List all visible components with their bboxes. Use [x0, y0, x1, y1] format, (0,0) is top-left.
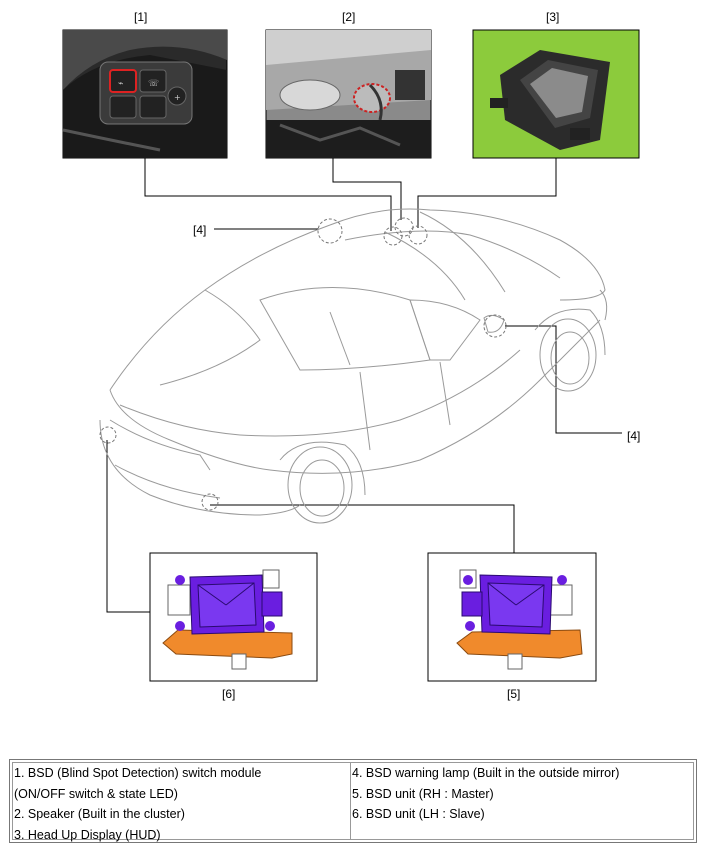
pointer-circles	[99, 217, 507, 511]
callout-2: [2]	[342, 10, 356, 24]
legend-item-4: 4. BSD warning lamp (Built in the outsid…	[352, 766, 620, 780]
callout-4-top: [4]	[193, 223, 207, 237]
callout-5: [5]	[507, 687, 521, 701]
car-outline	[99, 208, 608, 524]
legend-item-1-detail: (ON/OFF switch & state LED)	[14, 786, 178, 801]
callout-6: [6]	[222, 687, 236, 701]
bsd-unit-rh-figure	[427, 552, 597, 682]
svg-text:☏: ☏	[148, 79, 159, 89]
callout-4-right: [4]	[627, 429, 641, 443]
switch-module-photo: ⌁ ☏ +	[62, 29, 228, 159]
leader-lines	[106, 158, 622, 613]
legend-column-left: 1. BSD (Blind Spot Detection) switch mod…	[13, 763, 351, 842]
hud-photo	[472, 29, 640, 159]
svg-text:⌁: ⌁	[118, 79, 123, 89]
callout-1: [1]	[134, 10, 148, 24]
callout-3: [3]	[546, 10, 560, 24]
legend-table: 1. BSD (Blind Spot Detection) switch mod…	[9, 759, 697, 843]
legend-column-right: 4. BSD warning lamp (Built in the outsid…	[351, 763, 693, 839]
speaker-photo	[265, 29, 432, 159]
legend-item-5: 5. BSD unit (RH : Master)	[352, 786, 494, 801]
legend-inner: 1. BSD (Blind Spot Detection) switch mod…	[12, 762, 694, 842]
component-location-diagram: ⌁ ☏ +	[62, 29, 640, 682]
legend-item-2: 2. Speaker (Built in the cluster)	[14, 807, 185, 821]
legend-item-3: 3. Head Up Display (HUD)	[14, 827, 161, 842]
svg-text:+: +	[174, 93, 181, 102]
legend-item-6: 6. BSD unit (LH : Slave)	[352, 807, 485, 821]
legend-item-1: 1. BSD (Blind Spot Detection) switch mod…	[14, 766, 262, 780]
bsd-unit-lh-figure	[149, 552, 318, 682]
